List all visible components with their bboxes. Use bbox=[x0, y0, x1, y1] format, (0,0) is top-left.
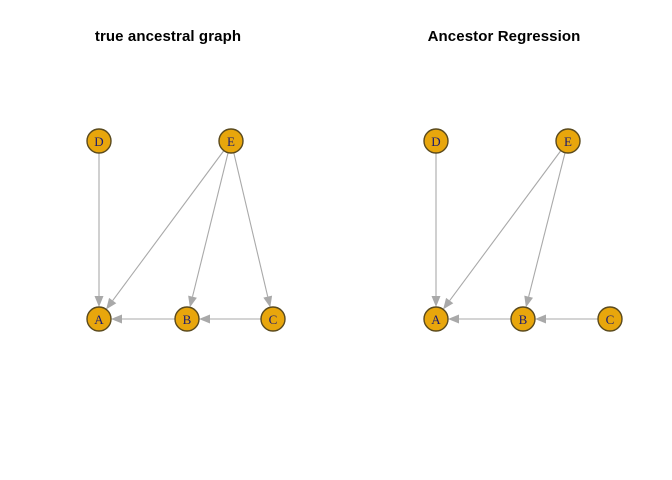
graph-drawing-left: D E A B C bbox=[86, 128, 286, 332]
node-E[interactable]: E bbox=[218, 128, 244, 154]
node-C[interactable]: C bbox=[260, 306, 286, 332]
panel-ancestor-regression: Ancestor Regression D E A B C bbox=[336, 0, 672, 480]
edge-E-to-C bbox=[233, 152, 273, 308]
edge-E-to-A bbox=[443, 150, 562, 310]
arrowhead-icon bbox=[443, 297, 454, 310]
arrowhead-icon bbox=[94, 296, 104, 307]
node-circle[interactable] bbox=[423, 306, 449, 332]
edge-B-to-A bbox=[448, 314, 511, 324]
arrowhead-icon bbox=[188, 295, 197, 308]
node-B[interactable]: B bbox=[174, 306, 200, 332]
panel-title-left: true ancestral graph bbox=[94, 28, 242, 45]
arrowhead-icon bbox=[448, 314, 459, 324]
node-D[interactable]: D bbox=[423, 128, 449, 154]
node-circle[interactable] bbox=[86, 128, 112, 154]
edge-E-to-B bbox=[524, 152, 566, 308]
node-circle[interactable] bbox=[260, 306, 286, 332]
graph-drawing-right: D E A B C bbox=[423, 128, 623, 332]
node-E[interactable]: E bbox=[555, 128, 581, 154]
edge-C-to-B bbox=[199, 314, 261, 324]
node-circle[interactable] bbox=[510, 306, 536, 332]
node-circle[interactable] bbox=[597, 306, 623, 332]
edge-line bbox=[233, 152, 269, 297]
panel-title-right: Ancestor Regression bbox=[427, 28, 581, 45]
arrowhead-icon bbox=[199, 314, 210, 324]
edge-line bbox=[528, 152, 566, 297]
panel-true-ancestral-graph: true ancestral graph D E A B C bbox=[86, 28, 286, 332]
node-D[interactable]: D bbox=[86, 128, 112, 154]
node-C[interactable]: C bbox=[597, 306, 623, 332]
node-A[interactable]: A bbox=[86, 306, 112, 332]
edge-line bbox=[112, 150, 225, 301]
node-circle[interactable] bbox=[423, 128, 449, 154]
edge-line bbox=[191, 152, 229, 297]
node-circle[interactable] bbox=[86, 306, 112, 332]
arrowhead-icon bbox=[263, 295, 273, 308]
arrowhead-icon bbox=[524, 295, 533, 308]
edge-line bbox=[449, 150, 562, 301]
arrowhead-icon bbox=[431, 296, 441, 307]
node-B[interactable]: B bbox=[510, 306, 536, 332]
arrowhead-icon bbox=[535, 314, 546, 324]
arrowhead-icon bbox=[111, 314, 122, 324]
edge-D-to-A bbox=[94, 153, 104, 307]
edge-E-to-A bbox=[106, 150, 225, 310]
node-circle[interactable] bbox=[218, 128, 244, 154]
edge-B-to-A bbox=[111, 314, 175, 324]
node-circle[interactable] bbox=[174, 306, 200, 332]
node-A[interactable]: A bbox=[423, 306, 449, 332]
node-circle[interactable] bbox=[555, 128, 581, 154]
arrowhead-icon bbox=[106, 297, 117, 310]
edge-C-to-B bbox=[535, 314, 598, 324]
edge-E-to-B bbox=[188, 152, 229, 308]
edge-D-to-A bbox=[431, 153, 441, 307]
